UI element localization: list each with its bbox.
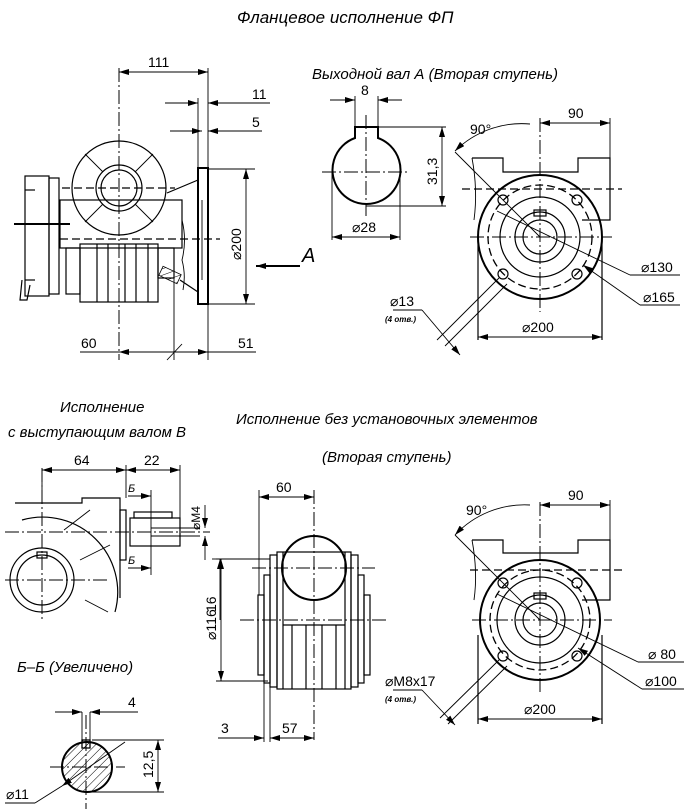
main-title: Фланцевое исполнение ФП	[237, 8, 454, 27]
output-shaft-title: Выходной вал А (Вторая ступень)	[312, 66, 558, 83]
section-mark-bottom: Б	[128, 555, 135, 567]
no-mount-title-line1: Исполнение без установочных элементов	[236, 411, 538, 428]
dim-4: 4	[128, 694, 136, 710]
hole-count-top: (4 отв.)	[385, 315, 416, 324]
dim-90-no-mount: 90	[568, 487, 584, 503]
dim-d80: ⌀ 80	[648, 646, 676, 662]
protruding-title-line1: Исполнение	[60, 399, 145, 416]
flange-side-view: 111 11 5 ⌀200 A 60 51	[14, 54, 315, 361]
dim-51: 51	[238, 335, 254, 351]
hole-label-d13: ⌀13	[390, 293, 414, 309]
dim-60-side: 60	[81, 335, 97, 351]
dim-d130: ⌀130	[641, 259, 673, 275]
dim-31-3: 31,3	[424, 158, 440, 185]
dim-16: 16	[203, 596, 219, 612]
flange-front-view: ⌀200 90° 90 ⌀130 ⌀165 ⌀13 (4 отв.)	[385, 105, 680, 356]
section-title: Б–Б (Увеличено)	[17, 659, 133, 676]
dim-111: 111	[148, 54, 169, 70]
no-mount-title-line2: (Вторая ступень)	[322, 449, 451, 466]
section-mark-top: Б	[128, 483, 135, 495]
dim-m4: ⌀M4	[189, 506, 203, 530]
output-shaft-view: 8 31,3 ⌀28	[322, 82, 446, 240]
dim-d165: ⌀165	[643, 289, 675, 305]
dim-64: 64	[74, 452, 90, 468]
hole-label-m8: ⌀M8x17	[385, 673, 436, 689]
angle-90: 90°	[470, 121, 491, 137]
hole-count-bottom: (4 отв.)	[385, 695, 416, 704]
dim-60-no-mount: 60	[276, 479, 292, 495]
no-mount-side-view: 60 ⌀116 3 57	[203, 479, 386, 742]
dim-d100: ⌀100	[645, 673, 677, 689]
dim-key-8: 8	[361, 82, 369, 98]
dim-12-5: 12,5	[140, 751, 156, 778]
protruding-title-line2: с выступающим валом В	[8, 424, 186, 441]
dim-d28: ⌀28	[352, 219, 376, 235]
dim-d200-front: ⌀200	[522, 319, 554, 335]
dim-d11: ⌀11	[6, 786, 29, 802]
dim-d200-no-mount: ⌀200	[524, 701, 556, 717]
dim-3: 3	[221, 720, 229, 736]
view-arrow-label-a: A	[301, 245, 315, 267]
section-view: 4 12,5 ⌀11	[5, 694, 164, 809]
dim-5: 5	[252, 114, 260, 130]
protruding-shaft-view: 64 22 Б Б ⌀M4 16	[5, 452, 225, 620]
dim-57: 57	[282, 720, 298, 736]
dim-11: 11	[252, 86, 267, 102]
no-mount-front-view: ⌀200 90° 90 ⌀ 80 ⌀100 ⌀M8x17 (4 отв.)	[385, 487, 684, 726]
dim-d116: ⌀116	[203, 609, 219, 640]
dim-22: 22	[144, 452, 160, 468]
angle-90-no-mount: 90°	[466, 502, 487, 518]
dim-90-top: 90	[568, 105, 584, 121]
dim-d200-side: ⌀200	[228, 228, 244, 260]
